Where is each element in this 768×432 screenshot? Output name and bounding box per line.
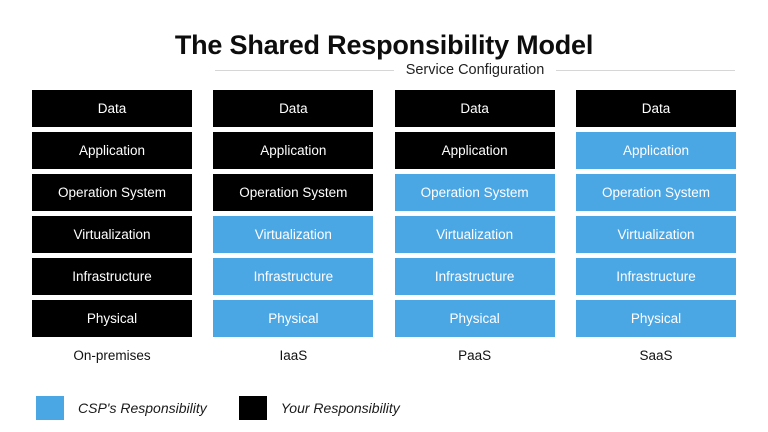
- column-caption: IaaS: [279, 348, 308, 363]
- layer-cell: Data: [213, 90, 374, 127]
- page-title: The Shared Responsibility Model: [174, 30, 594, 61]
- layer-cell: Application: [213, 132, 374, 169]
- layer-cell: Virtualization: [213, 216, 374, 253]
- legend-entry: CSP's Responsibility: [36, 396, 207, 420]
- legend-swatch-customer: [238, 396, 267, 420]
- layer-cell: Virtualization: [32, 216, 192, 253]
- legend-label: CSP's Responsibility: [78, 400, 207, 416]
- layer-cell: Operation System: [213, 174, 374, 211]
- layer-cell: Infrastructure: [213, 258, 374, 295]
- layer-cell: Operation System: [32, 174, 192, 211]
- section-rule-left: [215, 69, 394, 71]
- layer-cell: Infrastructure: [575, 258, 736, 295]
- legend-entry: Your Responsibility: [238, 396, 400, 420]
- legend-swatch-csp: [36, 396, 64, 420]
- layer-cell: Data: [32, 90, 192, 127]
- section-header-label: Service Configuration: [405, 62, 545, 78]
- layer-cell: Virtualization: [394, 216, 555, 253]
- layer-cell: Application: [394, 132, 555, 169]
- layer-cell: Application: [575, 132, 736, 169]
- column-caption: PaaS: [458, 348, 492, 363]
- column-caption: SaaS: [639, 348, 673, 363]
- layer-cell: Physical: [213, 300, 374, 337]
- layer-cell: Virtualization: [575, 216, 736, 253]
- section-rule-right: [556, 69, 736, 71]
- layer-cell: Application: [32, 132, 192, 169]
- layer-cell: Infrastructure: [32, 258, 192, 295]
- legend-label: Your Responsibility: [280, 400, 400, 416]
- layer-cell: Data: [394, 90, 555, 127]
- legend: CSP's Responsibility Your Responsibility: [36, 396, 400, 420]
- layer-cell: Physical: [575, 300, 736, 337]
- column-caption: On-premises: [73, 348, 151, 363]
- layer-cell: Physical: [32, 300, 192, 337]
- layer-cell: Physical: [394, 300, 555, 337]
- layer-cell: Infrastructure: [394, 258, 555, 295]
- section-header: Service Configuration: [215, 62, 736, 78]
- layer-cell: Operation System: [394, 174, 555, 211]
- layer-cell: Data: [575, 90, 736, 127]
- layer-cell: Operation System: [575, 174, 736, 211]
